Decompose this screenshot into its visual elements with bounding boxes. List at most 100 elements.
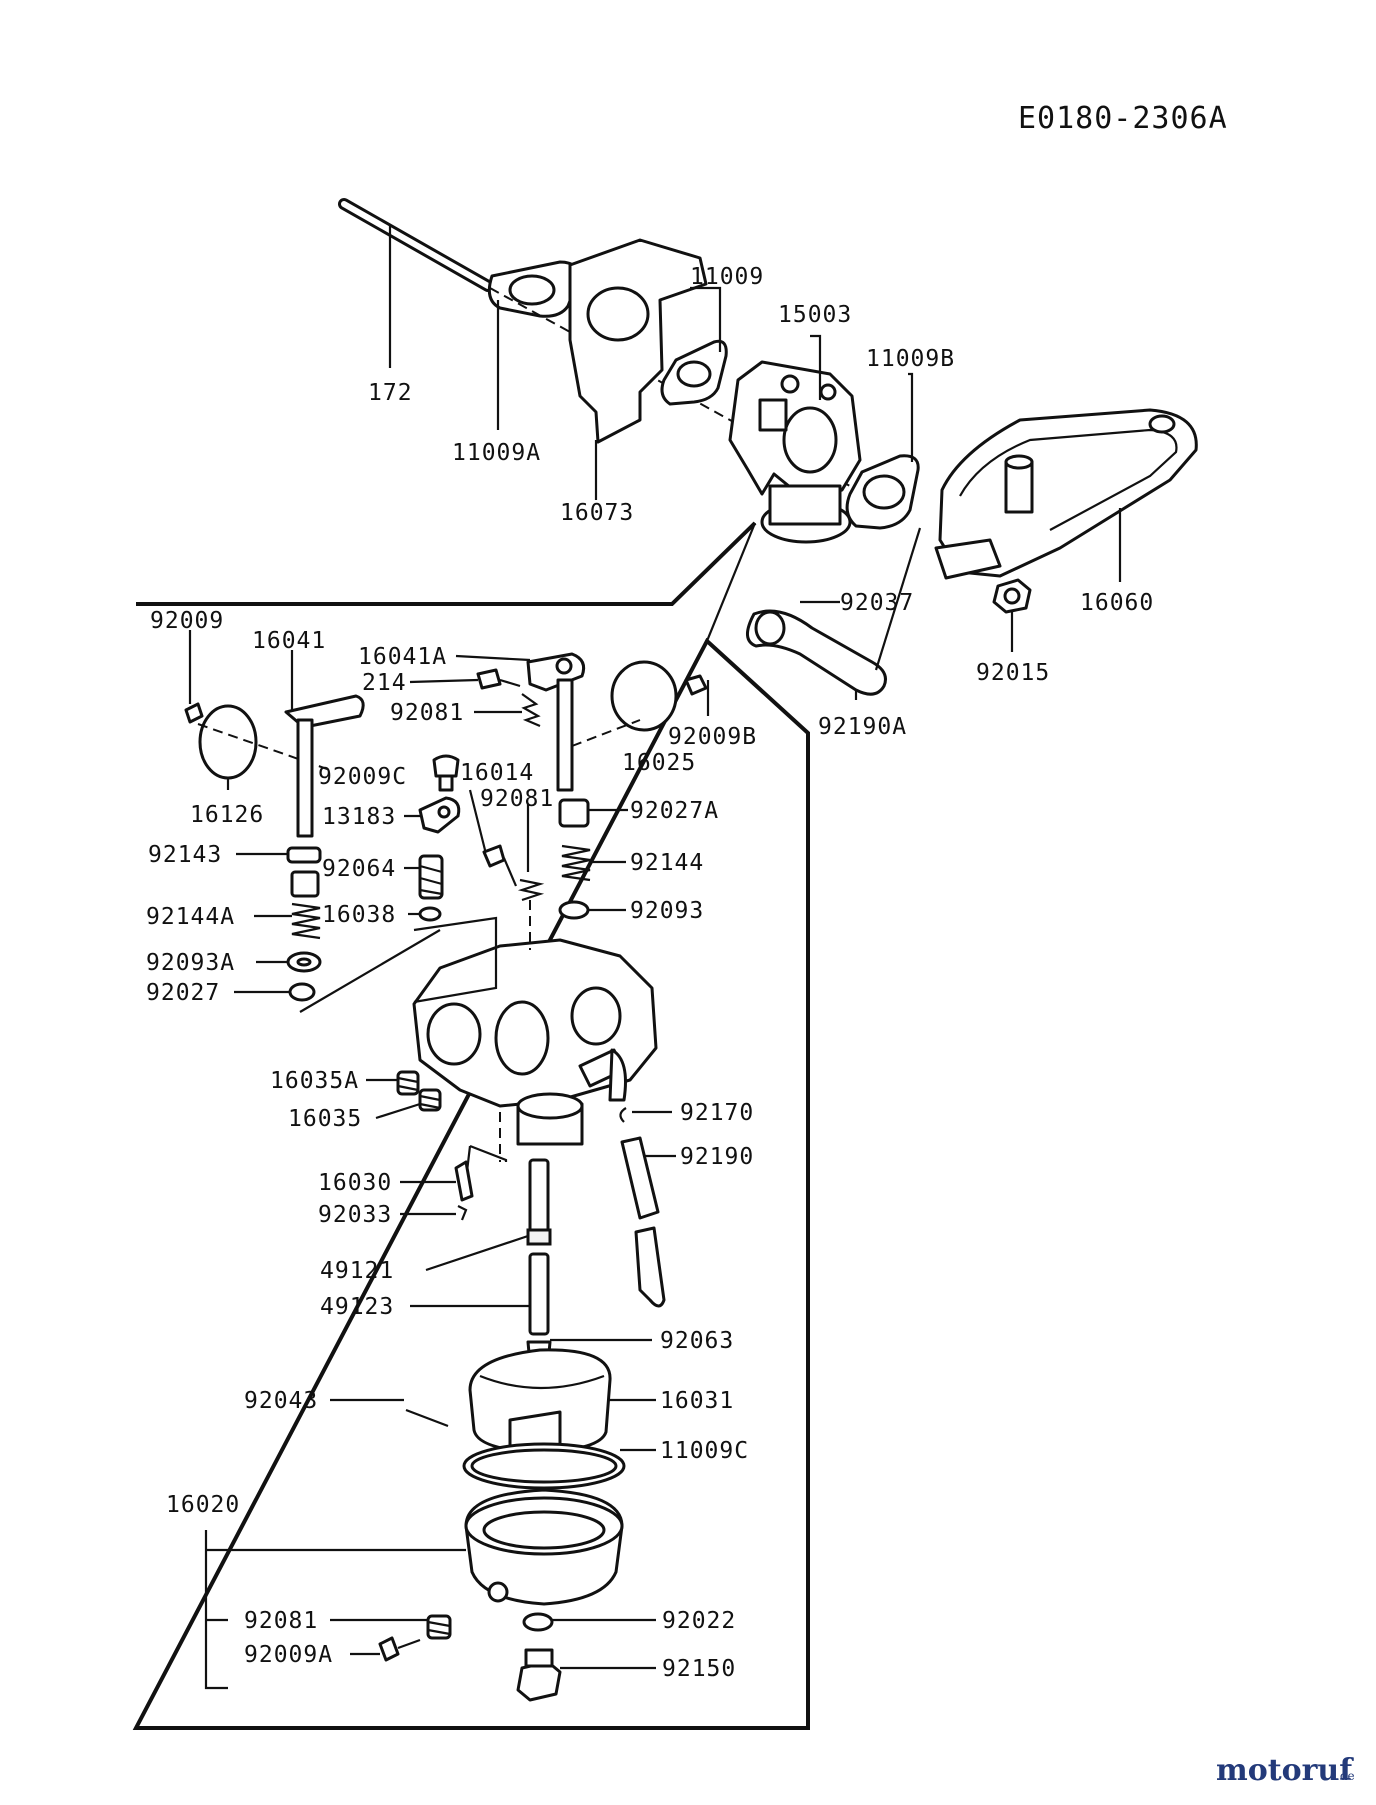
label-92033: 92033 xyxy=(318,1202,392,1228)
label-16035a: 16035A xyxy=(270,1068,359,1094)
screw-92009a xyxy=(378,1636,421,1662)
label-92081-mid: 92081 xyxy=(480,786,554,812)
leader-16041a xyxy=(455,654,531,662)
insulator-16073 xyxy=(568,238,708,444)
label-92015: 92015 xyxy=(976,660,1050,686)
seal-92143 xyxy=(286,846,322,864)
seal-collar-92143 xyxy=(290,870,320,898)
washer-92093 xyxy=(558,900,590,920)
emulsion-tube-49123 xyxy=(528,1252,550,1336)
label-172: 172 xyxy=(368,380,413,406)
label-11009c: 11009C xyxy=(660,1438,749,1464)
needle-16030 xyxy=(454,1160,474,1202)
leader-16035 xyxy=(375,1102,421,1120)
label-92190: 92190 xyxy=(680,1144,754,1170)
label-11009: 11009 xyxy=(690,264,764,290)
label-16073: 16073 xyxy=(560,500,634,526)
screw-92009b xyxy=(684,674,708,696)
intake-duct-16060 xyxy=(934,408,1198,580)
clip-92170 xyxy=(619,1107,627,1123)
label-16126: 16126 xyxy=(190,802,264,828)
axis-16025 xyxy=(571,719,641,747)
ring-92027a xyxy=(558,798,590,828)
diagram-code: E0180-2306A xyxy=(1018,101,1228,136)
spring-92144a xyxy=(291,902,321,940)
label-16038: 16038 xyxy=(322,902,396,928)
label-92063: 92063 xyxy=(660,1328,734,1354)
inset-pointer-right xyxy=(705,522,757,642)
leader-11009b xyxy=(908,372,914,462)
choke-shaft-16041a xyxy=(526,652,586,792)
carburetor-15003 xyxy=(728,360,862,544)
screw-16035a xyxy=(396,1070,420,1096)
watermark-suffix: .de xyxy=(1336,1769,1355,1783)
label-92143: 92143 xyxy=(148,842,222,868)
float-16031 xyxy=(468,1348,612,1456)
label-16060: 16060 xyxy=(1080,590,1154,616)
connector-hose xyxy=(874,527,922,671)
label-49121: 49121 xyxy=(320,1258,394,1284)
label-92081-bottom: 92081 xyxy=(244,1608,318,1634)
label-92081-top: 92081 xyxy=(390,700,464,726)
watermark-logo: motoruf xyxy=(1216,1753,1354,1788)
label-92009c: 92009C xyxy=(318,764,407,790)
label-92022: 92022 xyxy=(662,1608,736,1634)
label-92170: 92170 xyxy=(680,1100,754,1126)
screw-92009 xyxy=(184,702,204,724)
label-11009a: 11009A xyxy=(452,440,541,466)
carburetor-body xyxy=(412,938,658,1146)
label-11009b: 11009B xyxy=(866,346,955,372)
connector-92027 xyxy=(299,929,441,1013)
choke-valve-16025 xyxy=(610,660,678,732)
screw-16035 xyxy=(418,1088,442,1112)
spring-92081-bottom xyxy=(426,1614,452,1640)
label-92043: 92043 xyxy=(244,1388,318,1414)
screw-92009c xyxy=(432,754,460,778)
bracket-16020 xyxy=(204,1530,466,1690)
label-49123: 49123 xyxy=(320,1294,394,1320)
washer-92022 xyxy=(522,1612,554,1632)
label-16020: 16020 xyxy=(166,1492,240,1518)
needle-jet-49121 xyxy=(528,1158,550,1236)
label-15003: 15003 xyxy=(778,302,852,328)
screw-214 xyxy=(476,668,502,690)
stud-172 xyxy=(338,198,494,292)
bolt-92150 xyxy=(516,1660,562,1702)
label-16041: 16041 xyxy=(252,628,326,654)
spring-92144 xyxy=(561,844,591,882)
label-16025: 16025 xyxy=(622,750,696,776)
label-92009b: 92009B xyxy=(668,724,757,750)
leader-49121 xyxy=(425,1234,529,1272)
leader-214 xyxy=(409,678,479,684)
leader-15003 xyxy=(810,334,822,400)
throttle-shaft-16041 xyxy=(284,694,365,838)
label-92093a: 92093A xyxy=(146,950,235,976)
spring-92081-top xyxy=(521,693,541,728)
label-16035: 16035 xyxy=(288,1106,362,1132)
label-92093: 92093 xyxy=(630,898,704,924)
ring-92027 xyxy=(288,982,316,1002)
label-16014: 16014 xyxy=(460,760,534,786)
hose-92190 xyxy=(620,1136,660,1220)
float-bowl-16020 xyxy=(464,1488,624,1606)
bracket-16038 xyxy=(413,916,498,1004)
label-92027a: 92027A xyxy=(630,798,719,824)
label-92037: 92037 xyxy=(840,590,914,616)
inset-pointer-left xyxy=(671,522,756,605)
label-92027: 92027 xyxy=(146,980,220,1006)
label-92190a: 92190A xyxy=(818,714,907,740)
label-92009a: 92009A xyxy=(244,1642,333,1668)
label-16031: 16031 xyxy=(660,1388,734,1414)
pin-92043 xyxy=(405,1408,449,1428)
clip-92033 xyxy=(457,1205,468,1221)
label-13183: 13183 xyxy=(322,804,396,830)
label-214: 214 xyxy=(362,670,407,696)
label-16030: 16030 xyxy=(318,1170,392,1196)
label-92009: 92009 xyxy=(150,608,224,634)
label-92144a: 92144A xyxy=(146,904,235,930)
label-92150: 92150 xyxy=(662,1656,736,1682)
label-16041a: 16041A xyxy=(358,644,447,670)
leader-16014 xyxy=(468,789,490,863)
